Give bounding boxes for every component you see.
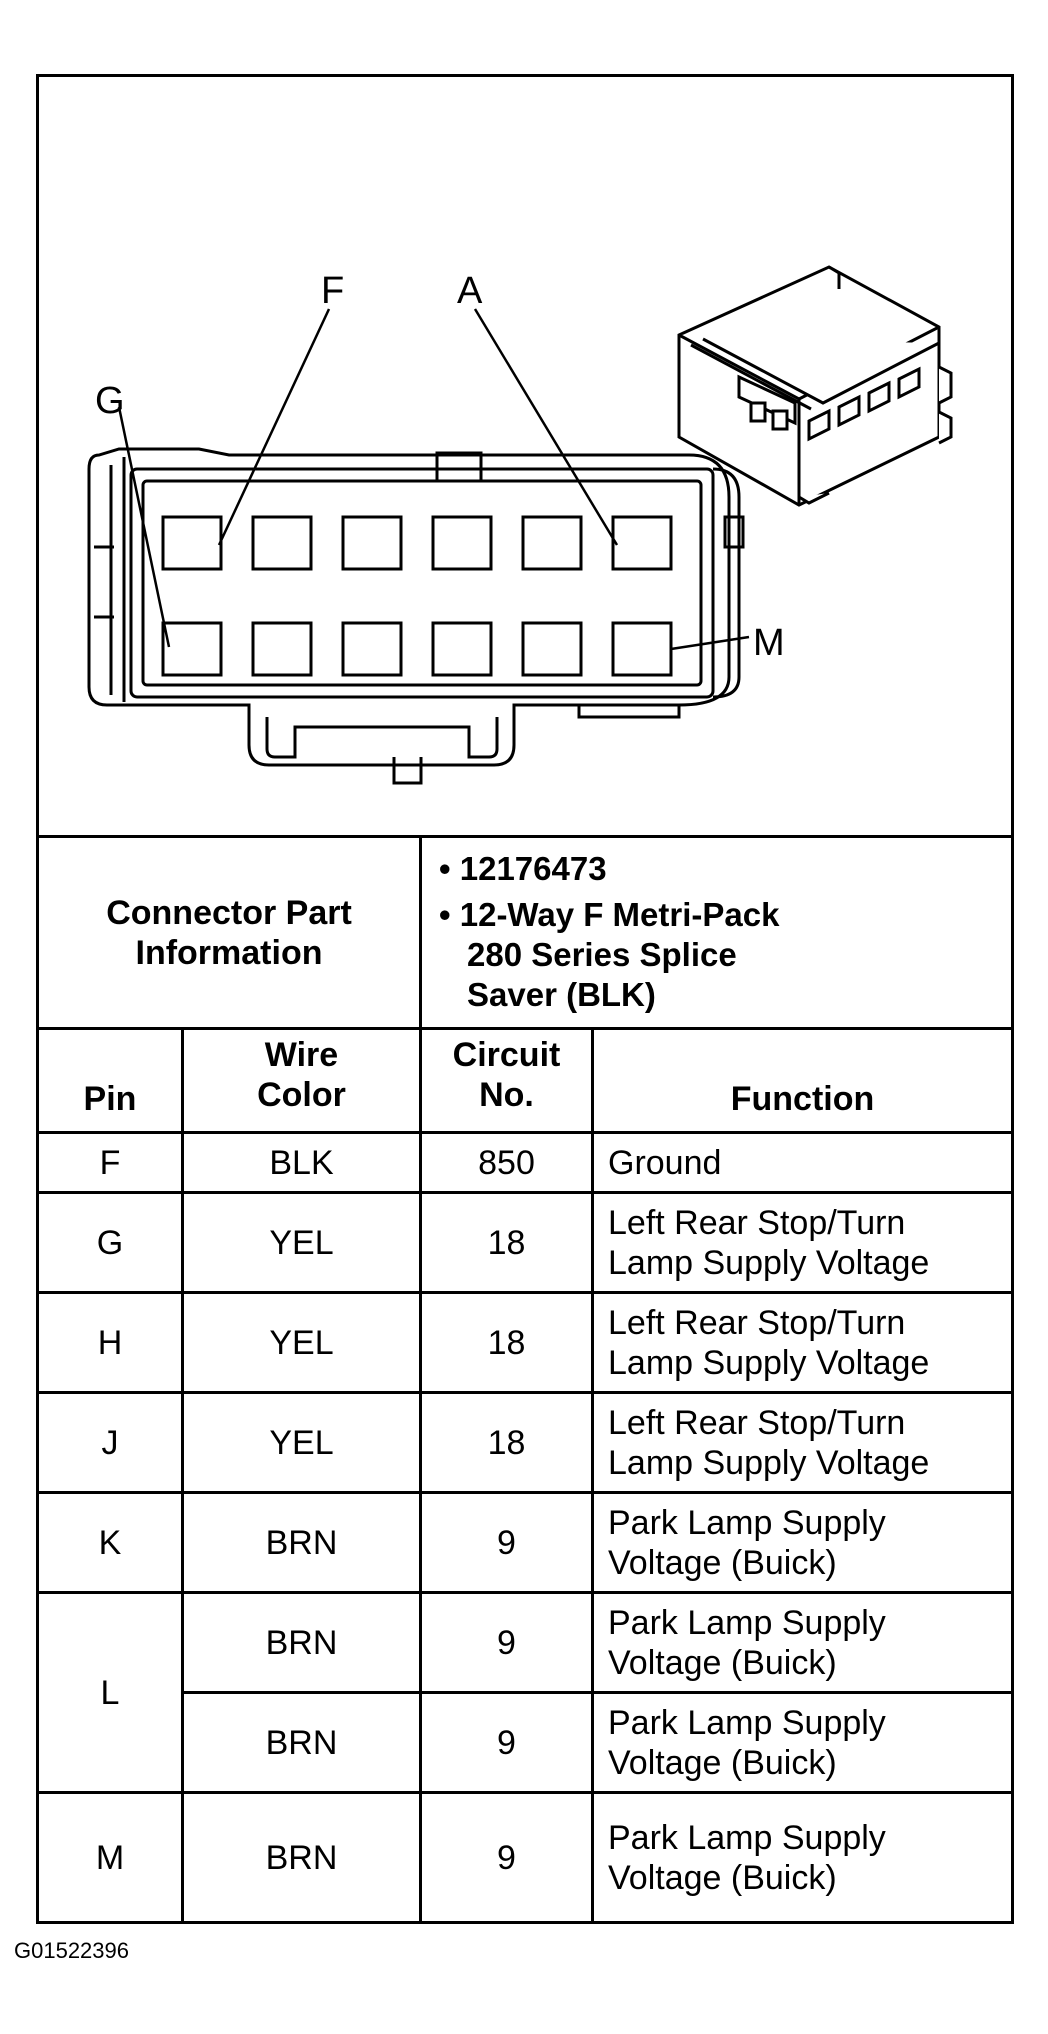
pin-label-a: A (457, 270, 483, 312)
part-description: • 12-Way F Metri-Pack (439, 896, 780, 933)
row-2-color: YEL (269, 1223, 334, 1262)
row-1-color: BLK (269, 1143, 334, 1182)
row-6a-color: BRN (265, 1623, 338, 1662)
connector-diagram: F A G M (87, 265, 953, 785)
row-1-circuit: 850 (478, 1143, 535, 1182)
connector-info-values: • 12176473 • 12-Way F Metri-Pack 280 Ser… (439, 849, 999, 1015)
rule-row-4 (39, 1491, 1011, 1494)
row-2-pin: G (96, 1223, 124, 1262)
leader-m (670, 635, 750, 651)
header-pin: Pin (83, 1080, 137, 1118)
row-5-pin: K (98, 1523, 122, 1562)
row-7-circuit: 9 (497, 1838, 516, 1877)
rule-col-pin (181, 1027, 184, 1921)
connector-shell (87, 447, 731, 767)
row-3-circuit: 18 (487, 1323, 526, 1362)
row-3-color: YEL (269, 1323, 334, 1362)
row-1-function: Ground (608, 1143, 722, 1182)
cavity-bottom-1 (161, 621, 223, 677)
row-7-color: BRN (265, 1838, 338, 1877)
row-3-pin: H (97, 1323, 123, 1362)
leader-g (117, 406, 171, 648)
cavity-top-4 (431, 515, 493, 571)
header-circuit: Circuit No. (452, 1035, 561, 1114)
cavity-bottom-6 (611, 621, 673, 677)
pin-label-g: G (95, 380, 125, 422)
row-5-color: BRN (265, 1523, 338, 1562)
rule-row-5 (39, 1591, 1011, 1594)
cavity-bottom-4 (431, 621, 493, 677)
connector-face (129, 467, 715, 699)
cavity-top-1 (161, 515, 223, 571)
cavity-bottom-3 (341, 621, 403, 677)
rule-col-circuit (591, 1027, 594, 1921)
rule-diagram-bottom (39, 835, 1011, 838)
cavity-bottom-5 (521, 621, 583, 677)
rule-col-color (419, 1027, 422, 1921)
rule-row-7 (39, 1791, 1011, 1794)
row-4-pin: J (101, 1423, 119, 1462)
row-6b-color: BRN (265, 1723, 338, 1762)
rule-row-6-partial (181, 1691, 1011, 1694)
header-wire-color: Wire Color (257, 1035, 346, 1114)
rule-row-2 (39, 1291, 1011, 1294)
row-4-color: YEL (269, 1423, 334, 1462)
row-4-circuit: 18 (487, 1423, 526, 1462)
pin-label-f: F (321, 270, 344, 312)
cavity-top-2 (251, 515, 313, 571)
leader-f (217, 308, 331, 546)
row-2-circuit: 18 (487, 1223, 526, 1262)
rule-row-1 (39, 1191, 1011, 1194)
row-7-pin: M (95, 1838, 125, 1877)
row-1-pin: F (99, 1143, 121, 1182)
connector-info-label: Connector Part Information (106, 893, 352, 972)
row-6b-circuit: 9 (497, 1723, 516, 1762)
rule-info-bottom (39, 1027, 1011, 1030)
part-number-line: • 12176473 (439, 850, 607, 887)
connector-latch (265, 717, 499, 759)
connector-key (435, 451, 483, 483)
connector-3d-view (677, 265, 953, 507)
cavity-bottom-2 (251, 621, 313, 677)
cavity-top-6 (611, 515, 673, 571)
cavity-top-5 (521, 515, 583, 571)
figure-frame: F A G M (36, 74, 1014, 1924)
figure-id: G01522396 (14, 1938, 129, 1963)
leader-a (473, 308, 619, 546)
cavity-top-3 (341, 515, 403, 571)
rule-row-3 (39, 1391, 1011, 1394)
row-6a-circuit: 9 (497, 1623, 516, 1662)
row-5-circuit: 9 (497, 1523, 516, 1562)
header-function: Function (730, 1080, 875, 1118)
row-6-pin: L (100, 1673, 120, 1712)
rule-header-bottom (39, 1131, 1011, 1134)
rule-info-divider (419, 835, 422, 1029)
pin-label-m: M (753, 622, 785, 664)
